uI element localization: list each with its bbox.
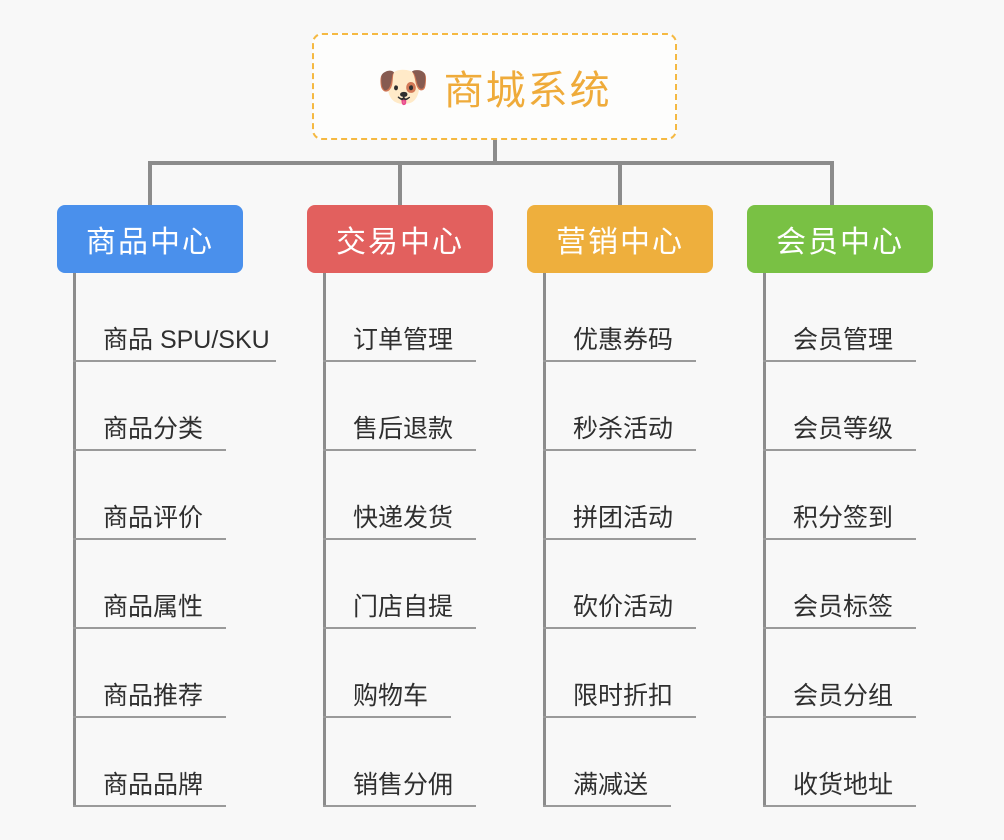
root-title: 商城系统: [443, 68, 612, 113]
category-spine-1: [73, 273, 76, 807]
leaf-item-underline: [73, 716, 226, 718]
leaf-item-label: 购物车: [353, 682, 429, 710]
leaf-item-label: 商品推荐: [103, 682, 204, 710]
leaf-item-underline: [543, 627, 696, 629]
leaf-item-label: 砍价活动: [573, 593, 674, 621]
leaf-item-label: 会员标签: [793, 593, 894, 621]
leaf-item-underline: [323, 449, 476, 451]
leaf-item-underline: [763, 538, 916, 540]
leaf-item-label: 优惠券码: [573, 326, 674, 354]
leaf-item-underline: [763, 805, 916, 807]
leaf-item-label: 售后退款: [353, 415, 454, 443]
leaf-item-label: 商品分类: [103, 415, 204, 443]
dog-face-icon: 🐶: [377, 62, 430, 110]
leaf-item-underline: [73, 360, 276, 362]
leaf-item-underline: [763, 360, 916, 362]
leaf-item-underline: [543, 360, 696, 362]
category-spine-3: [543, 273, 546, 807]
leaf-item-underline: [73, 538, 226, 540]
leaf-item-label: 商品评价: [103, 504, 204, 532]
category-column-3: 营销中心 优惠券码秒杀活动拼团活动砍价活动限时折扣满减送: [527, 205, 713, 807]
leaf-item-label: 满减送: [573, 771, 649, 799]
category-header-3[interactable]: 营销中心: [527, 205, 713, 273]
leaf-item-label: 秒杀活动: [573, 415, 674, 443]
leaf-item-label: 会员等级: [793, 415, 894, 443]
leaf-item-label: 商品品牌: [103, 771, 204, 799]
leaf-item-underline: [323, 805, 476, 807]
leaf-item-underline: [323, 360, 476, 362]
category-spine-2: [323, 273, 326, 807]
category-header-4[interactable]: 会员中心: [747, 205, 933, 273]
leaf-item-underline: [323, 627, 476, 629]
leaf-item-underline: [73, 449, 226, 451]
leaf-item-label: 积分签到: [793, 504, 894, 532]
connector-drop-1: [148, 161, 152, 206]
category-spine-4: [763, 273, 766, 807]
leaf-item-label: 门店自提: [353, 593, 454, 621]
leaf-item-underline: [543, 449, 696, 451]
leaf-item-underline: [763, 627, 916, 629]
leaf-item-underline: [543, 716, 696, 718]
category-header-1[interactable]: 商品中心: [57, 205, 243, 273]
category-column-2: 交易中心 订单管理售后退款快递发货门店自提购物车销售分佣: [307, 205, 493, 807]
leaf-item-underline: [543, 538, 696, 540]
category-header-2[interactable]: 交易中心: [307, 205, 493, 273]
connector-drop-4: [830, 161, 834, 206]
leaf-item-label: 会员管理: [793, 326, 894, 354]
connector-drop-3: [618, 161, 622, 206]
leaf-item-label: 快递发货: [353, 504, 454, 532]
leaf-item-label: 拼团活动: [573, 504, 674, 532]
leaf-item-label: 限时折扣: [573, 682, 674, 710]
category-column-1: 商品中心 商品 SPU/SKU 商品分类商品评价商品属性商品推荐商品品牌: [57, 205, 276, 807]
leaf-item-underline: [763, 716, 916, 718]
leaf-item-underline: [73, 627, 226, 629]
leaf-item-label: 会员分组: [793, 682, 894, 710]
leaf-item-underline: [323, 716, 451, 718]
category-column-4: 会员中心 会员管理会员等级积分签到会员标签会员分组收货地址: [747, 205, 933, 807]
leaf-item-underline: [323, 538, 476, 540]
root-node[interactable]: 🐶 商城系统: [312, 33, 677, 140]
connector-drop-2: [398, 161, 402, 206]
leaf-item-label: 销售分佣: [353, 771, 454, 799]
connector-root-stem: [493, 140, 497, 165]
connector-horizontal-bus: [148, 161, 834, 165]
leaf-item-label: 商品属性: [103, 593, 204, 621]
leaf-item-underline: [763, 449, 916, 451]
leaf-item-underline: [73, 805, 226, 807]
leaf-item-label: 收货地址: [793, 771, 894, 799]
leaf-item-label: 订单管理: [353, 326, 454, 354]
leaf-item-label: 商品 SPU/SKU: [103, 326, 270, 354]
leaf-item-underline: [543, 805, 671, 807]
